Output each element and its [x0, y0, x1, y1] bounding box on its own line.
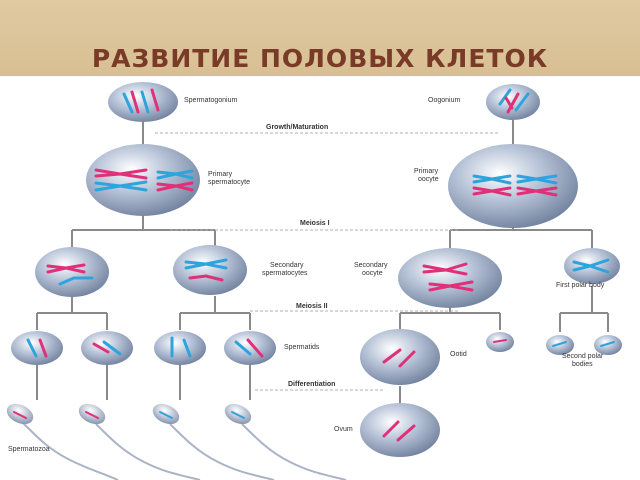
stage-guides: [155, 132, 500, 391]
ootid-cell: [360, 329, 440, 385]
second-polar-body-cell: [594, 335, 622, 355]
spermatozoon: [152, 403, 275, 480]
stage-meiosis-2: Meiosis II: [296, 303, 328, 310]
spermatid-cell: [81, 331, 133, 365]
polar-body-small: [486, 332, 514, 352]
label-primary-oocyte-line1: Primary: [414, 168, 439, 175]
spermatogonium-cell: [108, 82, 178, 122]
spermatid-cell: [11, 331, 63, 365]
stage-growth-maturation: Growth/Maturation: [266, 124, 329, 131]
label-first-polar-body: First polar body: [556, 282, 605, 289]
spermatozoon: [78, 403, 201, 480]
label-spermatogonium: Spermatogonium: [184, 97, 238, 104]
stage-differentiation: Differentiation: [288, 381, 336, 388]
label-primary-spermatocyte-line2: spermatocyte: [208, 179, 251, 186]
spermatid-cell: [224, 331, 276, 365]
oogonium-cell: [486, 84, 540, 120]
label-primary-oocyte-line2: oocyte: [418, 176, 439, 183]
spermatid-cell: [154, 331, 206, 365]
label-secondary-spermatocytes-line2: spermatocytes: [262, 270, 308, 277]
second-polar-body-cell: [546, 335, 574, 355]
first-polar-body-cell: [564, 248, 620, 284]
label-oogonium: Oogonium: [428, 97, 461, 104]
label-secondary-oocyte-line2: oocyte: [362, 270, 383, 277]
primary-oocyte-cell: [448, 144, 578, 228]
secondary-spermatocyte-cell: [173, 245, 247, 295]
page-title: РАЗВИТИЕ ПОЛОВЫХ КЛЕТОК: [91, 44, 549, 73]
connector-lines: [36, 118, 609, 404]
label-spermatozoa: Spermatozoa: [8, 446, 50, 453]
label-second-polar-bodies-line1: Second polar: [562, 353, 604, 360]
stage-meiosis-1: Meiosis I: [300, 220, 330, 227]
ovum-cell: [360, 403, 440, 457]
primary-spermatocyte-cell: [86, 144, 200, 216]
spermatozoon: [224, 403, 347, 480]
label-primary-spermatocyte-line1: Primary: [208, 171, 233, 178]
spermatozoon: [6, 403, 119, 480]
label-spermatids: Spermatids: [284, 344, 320, 351]
secondary-spermatocyte-cell: [35, 247, 109, 297]
header-bar: [0, 0, 640, 76]
label-secondary-spermatocytes-line1: Secondary: [270, 262, 304, 269]
label-ovum: Ovum: [334, 426, 353, 433]
label-secondary-oocyte-line1: Secondary: [354, 262, 388, 269]
label-ootid: Ootid: [450, 351, 467, 358]
secondary-oocyte-cell: [398, 248, 502, 308]
label-second-polar-bodies-line2: bodies: [572, 361, 593, 368]
